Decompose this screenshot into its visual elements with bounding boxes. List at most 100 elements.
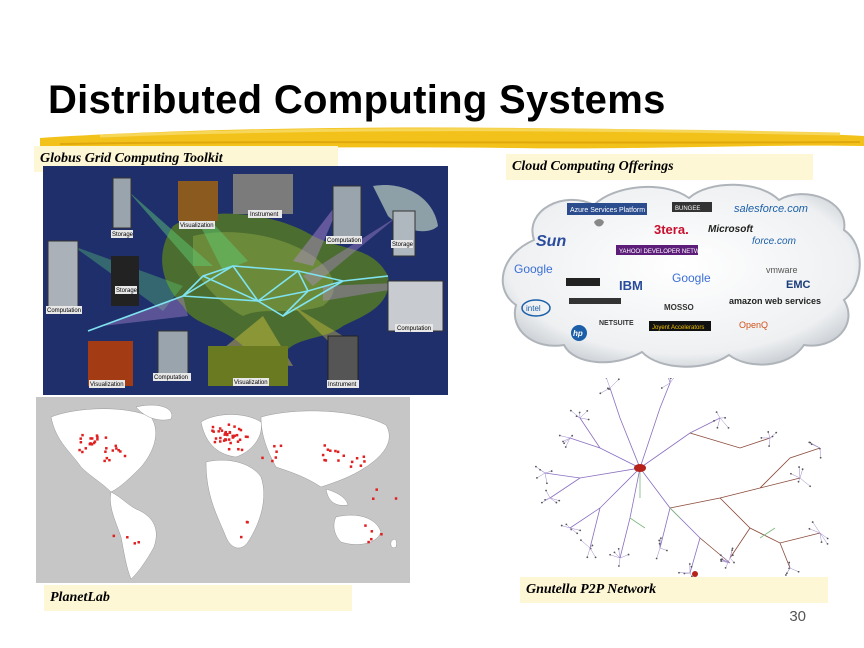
- planetlab-node-dot: [218, 427, 222, 430]
- gnutella-edge: [545, 490, 551, 499]
- planetlab-node-dot: [355, 456, 359, 460]
- planetlab-node-dot: [362, 455, 366, 458]
- gnutella-edge: [689, 566, 692, 574]
- cloud-logo-google-2: Google: [672, 271, 711, 285]
- cloud-logo-netsuite: NETSUITE: [599, 320, 634, 327]
- planetlab-node-dot: [232, 435, 235, 439]
- planetlab-node-dot: [117, 448, 120, 452]
- gnutella-edge: [799, 469, 803, 479]
- planetlab-node-dot: [90, 437, 94, 440]
- planetlab-node-dot: [92, 441, 96, 445]
- gnutella-edge: [721, 558, 731, 564]
- planetlab-node-dot: [323, 444, 326, 447]
- gnutella-node: [826, 542, 829, 545]
- planetlab-node-dot: [326, 448, 330, 451]
- gnutella-edge: [580, 539, 591, 549]
- gnutella-node: [627, 553, 630, 556]
- planetlab-node-dot: [219, 440, 222, 443]
- cloud-logo-sun: Sun: [536, 233, 566, 250]
- planetlab-node-dot: [104, 450, 107, 453]
- gnutella-node: [727, 426, 730, 429]
- gnutella-edge: [563, 437, 571, 444]
- gnutella-node: [586, 410, 589, 412]
- planetlab-node-dot: [239, 428, 243, 432]
- gnutella-edge: [812, 521, 821, 534]
- planetlab-node-dot: [227, 423, 231, 426]
- planetlab-node-dot: [79, 437, 82, 440]
- gnutella-edge: [579, 410, 588, 419]
- globus-label-computation-3: Computation: [397, 326, 431, 332]
- globus-label-instrument-2: Instrument: [328, 382, 357, 388]
- planetlab-node-dot: [81, 433, 84, 437]
- planetlab-node-dot: [119, 450, 122, 453]
- gnutella-node: [826, 537, 829, 540]
- gnutella-edge: [544, 472, 548, 484]
- planetlab-node-dot: [90, 443, 94, 446]
- planetlab-node-dot: [108, 458, 111, 462]
- gnutella-edge: [610, 554, 621, 559]
- planetlab-node-dot: [246, 521, 249, 524]
- gnutella-node: [613, 551, 616, 554]
- gnutella-node: [820, 541, 823, 544]
- gnutella-node: [534, 465, 537, 468]
- cloud-offerings-image: Azure Services Platform BUNGEE salesforc…: [494, 180, 864, 370]
- planetlab-node-dot: [337, 459, 340, 462]
- gnutella-node: [768, 445, 771, 447]
- gnutella-edge: [549, 497, 557, 503]
- cloud-logo-ibm: IBM: [619, 278, 643, 293]
- planetlab-node-dot: [84, 447, 88, 450]
- gnutella-edge: [579, 417, 589, 420]
- planetlab-node-dot: [240, 535, 243, 539]
- cloud-logo-azure: Azure Services Platform: [570, 207, 645, 214]
- planetlab-node-dot: [273, 444, 276, 448]
- caption-planetlab: PlanetLab: [44, 585, 352, 611]
- gnutella-node: [550, 470, 553, 472]
- gnutella-edge: [549, 497, 560, 501]
- planetlab-node-dot: [211, 425, 215, 429]
- planetlab-node-dot: [375, 488, 378, 491]
- gnutella-node: [724, 416, 727, 419]
- gnutella-node: [555, 501, 558, 504]
- planetlab-node-dot: [211, 429, 214, 432]
- gnutella-edge: [587, 547, 591, 558]
- planetlab-node-dot: [79, 440, 83, 444]
- gnutella-node: [788, 561, 791, 564]
- gnutella-edge: [606, 378, 611, 389]
- cloud-logo-intel: intel: [526, 304, 541, 313]
- planetlab-world-map: [36, 397, 410, 583]
- gnutella-node: [576, 532, 579, 535]
- gnutella-edge: [539, 469, 546, 474]
- planetlab-node-dot: [246, 435, 249, 439]
- gnutella-edge: [713, 417, 721, 422]
- gnutella-edge: [570, 410, 581, 419]
- planetlab-node-dot: [372, 497, 375, 500]
- page-number: 30: [789, 608, 806, 625]
- gnutella-edge: [659, 538, 662, 549]
- planetlab-node-dot: [240, 448, 244, 452]
- planetlab-node-dot: [380, 532, 383, 536]
- planetlab-node-dot: [237, 427, 241, 431]
- gnutella-edge: [788, 562, 791, 569]
- globus-label-computation-4: Computation: [154, 375, 188, 381]
- gnutella-node: [811, 521, 814, 523]
- gnutella-edge: [569, 527, 581, 531]
- planetlab-node-dot: [350, 460, 354, 464]
- gnutella-edge: [720, 554, 731, 564]
- gnutella-edge: [536, 472, 546, 479]
- gnutella-node: [688, 563, 691, 565]
- gnutella-node: [819, 456, 822, 459]
- gnutella-network-graph: [520, 378, 840, 578]
- planetlab-node-dot: [329, 449, 332, 452]
- gnutella-edge: [569, 527, 578, 534]
- gnutella-node: [767, 431, 770, 433]
- planetlab-node-dot: [235, 433, 239, 437]
- gnutella-edge: [809, 528, 821, 534]
- planetlab-node-dot: [224, 430, 228, 434]
- cloud-logo-vmware: vmware: [766, 265, 798, 275]
- globus-label-visualization-2: Visualization: [90, 382, 124, 388]
- planetlab-node-dot: [89, 437, 92, 440]
- gnutella-node: [564, 446, 567, 448]
- gnutella-node: [569, 409, 572, 412]
- gnutella-edge: [668, 378, 671, 384]
- planetlab-node-dot: [228, 431, 232, 434]
